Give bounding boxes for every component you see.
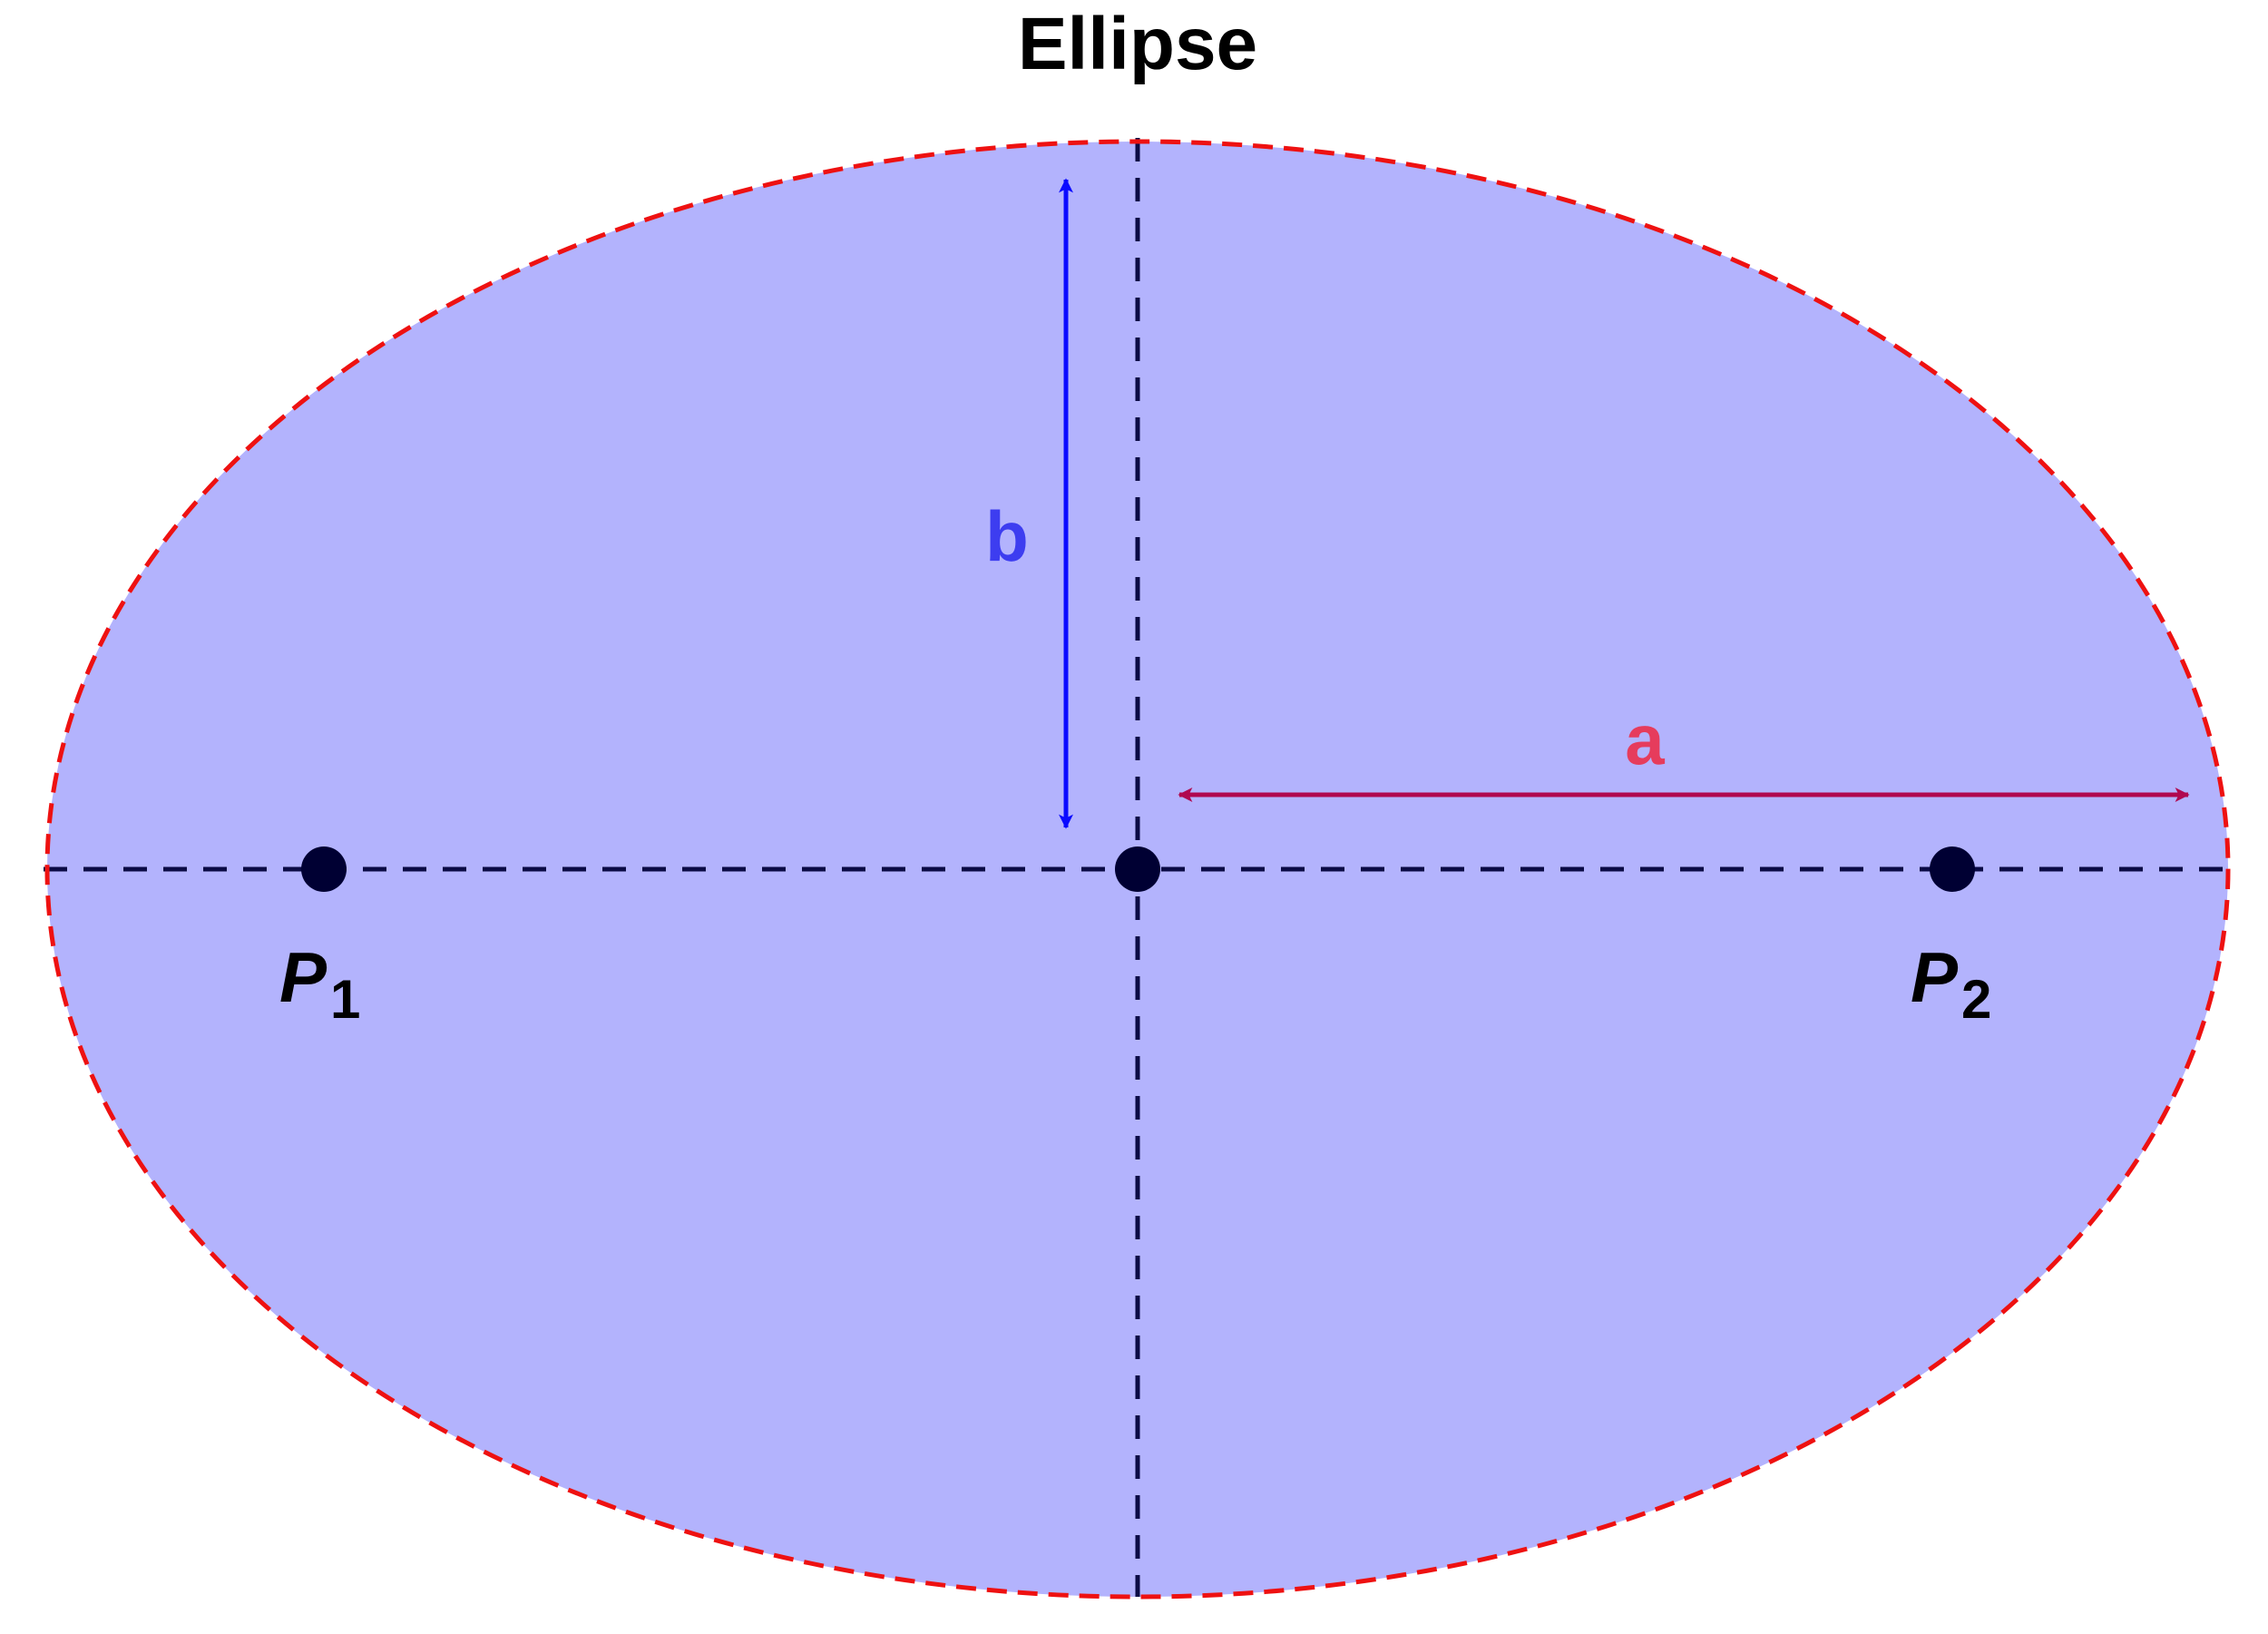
focus-point-1 bbox=[301, 846, 347, 892]
focus-label-2-letter: P bbox=[1911, 937, 1959, 1017]
focus-label-1-subscript: 1 bbox=[330, 969, 360, 1030]
focus-label-1: P1 bbox=[279, 937, 360, 1030]
focus-label-2-subscript: 2 bbox=[1961, 969, 1991, 1030]
diagram-title: Ellipse bbox=[1018, 3, 1257, 85]
focus-point-2 bbox=[1930, 846, 1975, 892]
semi-major-label: a bbox=[1625, 700, 1665, 779]
focus-label-1-letter: P bbox=[279, 937, 327, 1017]
center-point bbox=[1115, 846, 1160, 892]
focus-label-2: P2 bbox=[1911, 937, 1991, 1030]
ellipse-outline bbox=[44, 139, 2231, 1600]
semi-minor-label: b bbox=[985, 496, 1029, 576]
